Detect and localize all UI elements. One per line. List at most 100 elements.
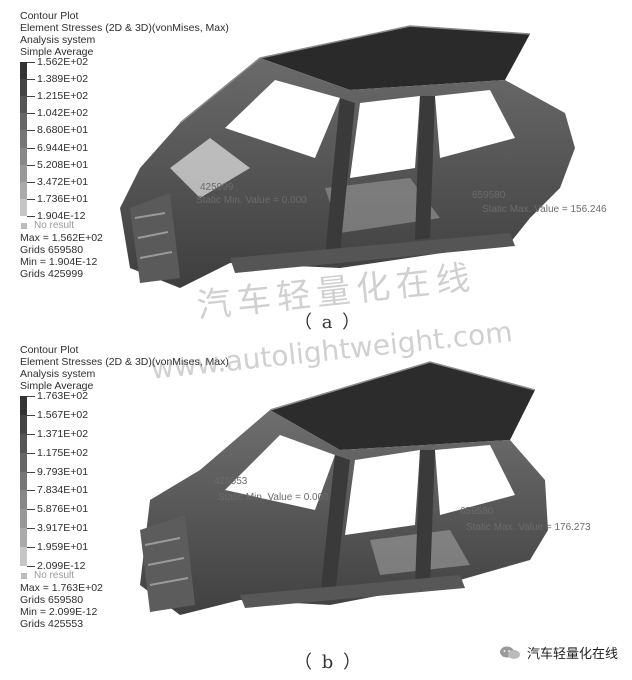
scale-swatch [20, 181, 27, 199]
color-scale-a: 1.562E+02 1.389E+02 1.215E+02 1.042E+02 8.68… [20, 56, 229, 222]
scale-tick [27, 490, 35, 492]
scale-swatch [20, 490, 27, 510]
legend-subtitle: Element Stresses (2D & 3D)(vonMises, Max… [20, 356, 229, 368]
scale-value-label: 3.472E+01 [37, 175, 89, 188]
legend-averaging: Simple Average [20, 380, 94, 392]
min-node-label-b: 425553 [214, 476, 248, 487]
scale-value-label: 3.917E+01 [37, 522, 89, 535]
scale-value-label: 1.389E+02 [37, 73, 89, 86]
stat-min-grid: Grids 425553 [20, 618, 84, 630]
scale-swatch [20, 198, 27, 216]
scale-swatch [20, 62, 27, 80]
scale-bar [20, 396, 27, 566]
scale-tick [27, 433, 35, 435]
scale-value-label: 2.099E-12 [37, 560, 86, 572]
legend-title: Contour Plot [20, 10, 79, 22]
no-result-swatch [21, 573, 27, 579]
scale-tick [27, 547, 35, 549]
scale-swatch [20, 147, 27, 165]
max-node-label-a: 659580 [472, 190, 506, 201]
legend-subtitle: Element Stresses (2D & 3D)(vonMises, Max… [20, 22, 229, 34]
max-value-label-b: Static Max. Value = 176.273 [466, 522, 591, 533]
caption-a: （ a ） [294, 312, 363, 333]
scale-tick [27, 452, 35, 454]
legend-b: Contour Plot Element Stresses (2D & 3D)(… [20, 344, 229, 630]
scale-swatch [20, 433, 27, 453]
scale-swatch [20, 509, 27, 529]
panel-b: Contour Plot Element Stresses (2D & 3D)(… [0, 340, 632, 640]
legend-header-b: Contour Plot Element Stresses (2D & 3D)(… [20, 344, 229, 392]
scale-value-label: 9.793E+01 [37, 465, 89, 478]
legend-a: Contour Plot Element Stresses (2D & 3D)(… [20, 10, 229, 280]
stats-b: Max = 1.763E+02 Grids 659580 Min = 2.099… [20, 582, 229, 630]
scale-value-label: 1.763E+02 [37, 390, 89, 402]
scale-value-label: 1.215E+02 [37, 90, 89, 103]
scale-tick [27, 147, 35, 149]
scale-value-label: 1.562E+02 [37, 56, 89, 68]
scale-tick [27, 62, 35, 63]
car-body-model-b [140, 361, 548, 615]
scale-value-label: 5.208E+01 [37, 158, 89, 171]
no-result-b: No result [20, 570, 229, 582]
legend-averaging: Simple Average [20, 46, 94, 58]
car-body-model-a [120, 25, 575, 288]
wechat-icon [499, 646, 520, 659]
scale-value-label: 7.834E+01 [37, 484, 89, 497]
scale-value-label: 1.567E+02 [37, 408, 89, 421]
scale-value-label: 5.876E+01 [37, 503, 89, 516]
no-result-a: No result [20, 220, 229, 232]
scale-swatch [20, 471, 27, 491]
scale-swatch [20, 96, 27, 114]
scale-swatch [20, 528, 27, 547]
scale-value-label: 1.959E+01 [37, 541, 89, 554]
scale-value-label: 6.944E+01 [37, 141, 89, 154]
scale-swatch [20, 452, 27, 472]
scale-tick [27, 181, 35, 183]
scale-value-label: 1.175E+02 [37, 446, 89, 459]
scale-tick [27, 96, 35, 98]
min-value-label-a: Static Min. Value = 0.000 [196, 195, 307, 206]
stats-a: Max = 1.562E+02 Grids 659580 Min = 1.904… [20, 232, 229, 280]
scale-tick [27, 509, 35, 511]
scale-tick [27, 79, 35, 81]
scale-value-label: 1.904E-12 [37, 210, 86, 222]
stat-min: Min = 1.904E-12 [20, 256, 98, 268]
legend-title: Contour Plot [20, 344, 79, 356]
scale-tick [27, 528, 35, 530]
scale-value-label: 1.371E+02 [37, 427, 89, 440]
scale-bar [20, 62, 27, 216]
max-node-label-b: 659580 [460, 506, 494, 517]
scale-tick [27, 414, 35, 416]
scale-swatch [20, 547, 27, 566]
scale-swatch [20, 396, 27, 415]
legend-header-a: Contour Plot Element Stresses (2D & 3D)(… [20, 10, 229, 58]
scale-swatch [20, 414, 27, 434]
stat-max-grid: Grids 659580 [20, 244, 84, 256]
brand-name: 汽车轻量化在线 [526, 647, 618, 662]
panel-a: Contour Plot Element Stresses (2D & 3D)(… [0, 0, 632, 336]
max-value-label-a: Static Max. Value = 156.246 [482, 204, 607, 215]
stat-min: Min = 2.099E-12 [20, 606, 98, 618]
min-node-label-a: 425999 [200, 182, 234, 193]
scale-tick [27, 216, 35, 217]
scale-tick [27, 566, 35, 567]
scale-swatch [20, 130, 27, 148]
scale-value-label: 1.736E+01 [37, 192, 89, 205]
scale-value-label: 8.680E+01 [37, 124, 89, 137]
scale-value-label: 1.042E+02 [37, 107, 89, 120]
scale-swatch [20, 164, 27, 182]
scale-tick [27, 471, 35, 473]
stat-min-grid: Grids 425999 [20, 268, 84, 280]
legend-system: Analysis system [20, 368, 96, 380]
stat-max: Max = 1.763E+02 [20, 582, 103, 594]
min-value-label-b: Static Min. Value = 0.000 [218, 492, 329, 503]
stat-max-grid: Grids 659580 [20, 594, 84, 606]
scale-tick [27, 113, 35, 115]
brand-badge: 汽车轻量化在线 [499, 643, 618, 662]
scale-swatch [20, 113, 27, 131]
scale-tick [27, 396, 35, 397]
legend-system: Analysis system [20, 34, 96, 46]
scale-tick [27, 198, 35, 200]
no-result-label: No result [34, 570, 75, 581]
color-scale-b: 1.763E+02 1.567E+02 1.371E+02 1.175E+02 9.79… [20, 390, 229, 572]
